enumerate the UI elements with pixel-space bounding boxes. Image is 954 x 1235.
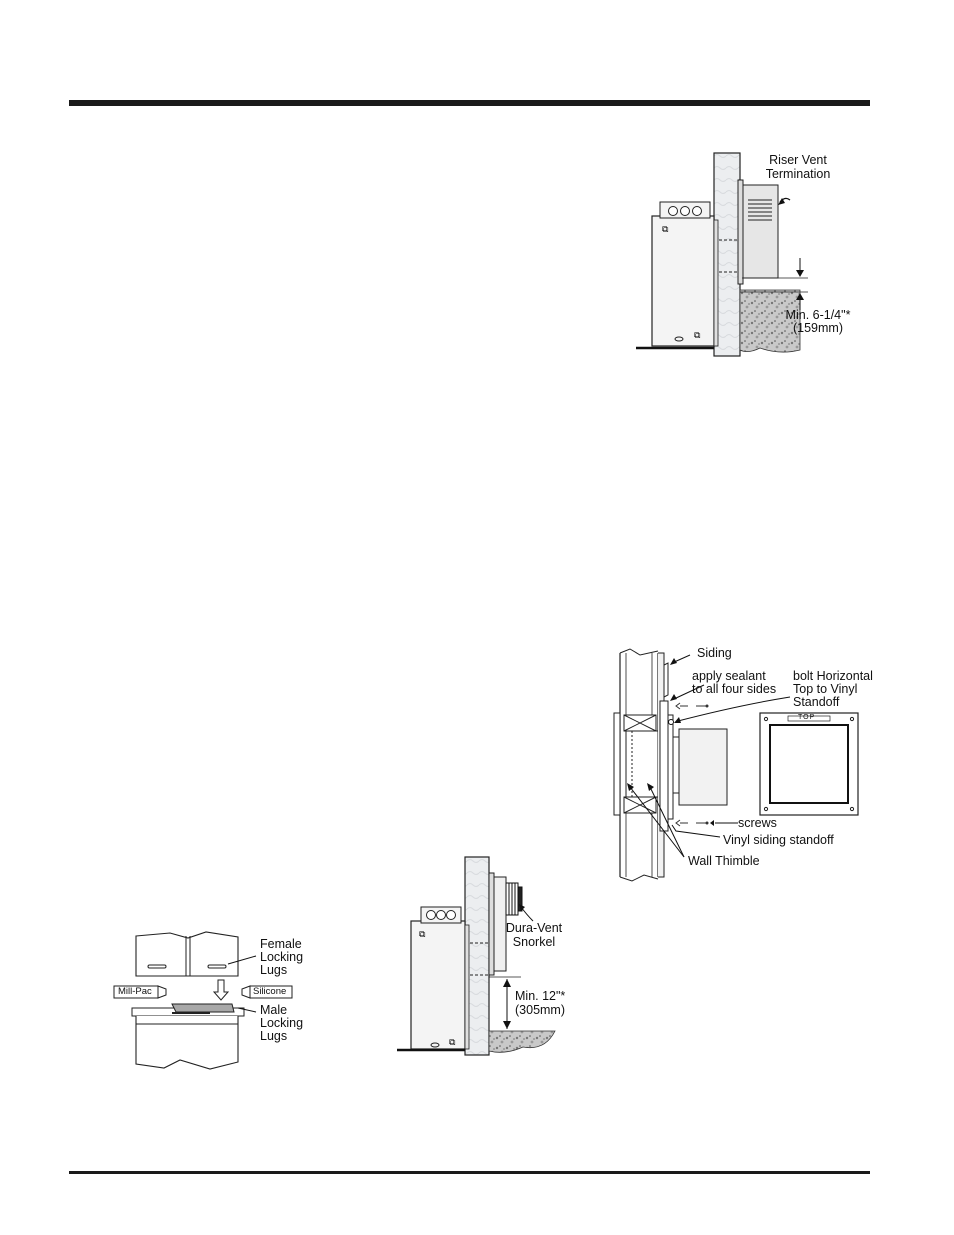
sealant-label-line2: to all four sides — [692, 682, 777, 696]
ground-gravel — [739, 289, 801, 353]
male-label-line2: Locking — [260, 1016, 304, 1030]
svg-text:⧉: ⧉ — [449, 1037, 456, 1047]
svg-text:⧉: ⧉ — [694, 330, 701, 340]
louver-vents — [748, 199, 772, 221]
riser-title-line2: Termination — [765, 167, 831, 181]
termination-cap-side — [678, 728, 728, 806]
siding-label: Siding — [697, 646, 732, 660]
riser-vent-figure: ⧉ ⧉ — [636, 152, 808, 357]
heater-unit — [651, 215, 715, 347]
snorkel-termination — [493, 876, 507, 972]
female-lug — [207, 964, 227, 969]
locking-lugs-figure — [113, 931, 293, 1070]
snorkel-dim-line2: (305mm) — [515, 1003, 566, 1017]
female-lug — [147, 964, 167, 969]
siding-standoff-figure — [613, 648, 859, 882]
female-label-line2: Locking — [260, 950, 304, 964]
snorkel-dim-line1: Min. 12"* — [515, 989, 566, 1003]
header-rule — [69, 100, 870, 106]
bolt-label-line2: Top to Vinyl — [793, 682, 858, 696]
snorkel-cap — [505, 882, 523, 916]
snorkel-name-line1: Dura-Vent — [505, 921, 563, 935]
female-label-line1: Female — [260, 937, 302, 951]
snorkel-figure: ⧉ ⧉ — [397, 856, 556, 1056]
millpac-label: Mill-Pac — [118, 986, 152, 997]
thimble-label: Wall Thimble — [688, 854, 760, 868]
svg-text:⧉: ⧉ — [662, 224, 669, 234]
riser-dim-line2: (159mm) — [792, 321, 843, 335]
heater-unit — [410, 920, 466, 1050]
silicone-label: Silicone — [253, 986, 287, 997]
svg-text:⧉: ⧉ — [419, 929, 426, 939]
riser-dim-line1: Min. 6-1/4"* — [785, 308, 851, 322]
sealant-label-line1: apply sealant — [692, 669, 766, 683]
riser-termination — [742, 184, 779, 279]
standoff-label: Vinyl siding standoff — [723, 833, 834, 847]
screws-label: screws — [738, 816, 777, 830]
bolt-label-line1: bolt Horizontal — [793, 669, 873, 683]
footer-rule — [69, 1171, 870, 1174]
snorkel-name-line2: Snorkel — [512, 935, 556, 949]
male-label-line1: Male — [260, 1003, 288, 1017]
female-label-line3: Lugs — [260, 963, 288, 977]
riser-title-line1: Riser Vent — [769, 153, 827, 167]
ground-gravel — [488, 1030, 556, 1053]
male-label-line3: Lugs — [260, 1029, 288, 1043]
top-mark: TOP — [798, 714, 816, 721]
vinyl-standoff — [659, 700, 669, 832]
bolt-label-line3: Standoff — [793, 695, 840, 709]
